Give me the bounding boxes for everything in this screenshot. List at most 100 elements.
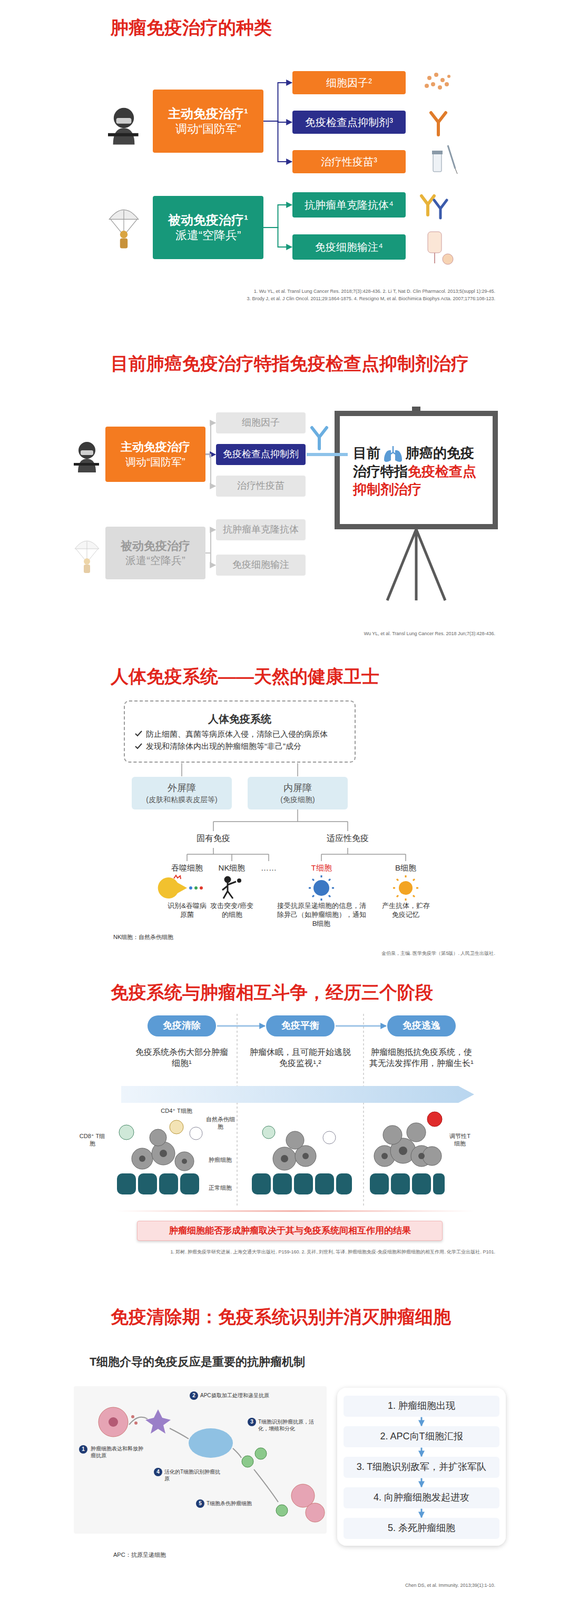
text-label: 肿瘤细胞 <box>205 1156 235 1164</box>
connector <box>420 1448 423 1458</box>
phagocyte-icon <box>194 886 198 890</box>
connector <box>217 1025 266 1028</box>
text-label: 正常细胞 <box>205 1184 235 1192</box>
vaccine-icon <box>432 145 458 174</box>
barrier-box: 内屏障(免疫细胞) <box>247 777 348 810</box>
node-title: 免疫检查点抑制剂³ <box>305 115 394 130</box>
steps-panel <box>337 1388 506 1547</box>
text-label: 免疫系统杀伤大部分肿瘤细胞¹ <box>134 1047 230 1070</box>
t-cell-icon <box>308 875 335 901</box>
callout-number: 5 <box>195 1499 205 1509</box>
cytokine-icon <box>434 72 439 77</box>
step-box: 2. APC向T细胞汇报 <box>343 1426 500 1448</box>
text-label: 接受抗原呈递细胞的信息，清除异己（如肿瘤细胞），通知B细胞 <box>276 901 367 929</box>
node-title: 免疫细胞输注 <box>232 558 290 572</box>
normal-cells <box>116 1173 136 1195</box>
process-box: 免疫细胞输注⁴ <box>292 234 406 260</box>
monoclonal-antibody-icon <box>421 195 447 219</box>
immune-cells <box>169 1120 184 1135</box>
normal-cells <box>116 1173 445 1195</box>
tree-line <box>187 848 269 862</box>
node-title: 细胞因子 <box>241 416 280 429</box>
check-mark <box>135 731 142 737</box>
node-subtitle: (免疫细胞) <box>280 795 315 805</box>
check-mark <box>134 729 143 739</box>
tumor-nuclei <box>381 1153 388 1160</box>
progress-arrow <box>121 1086 475 1104</box>
node-title: 被动免疫治疗 <box>120 538 191 555</box>
bullet-text: 发现和清除体内出现的肿瘤细胞等“非己”成分 <box>145 741 302 752</box>
section-title: 目前肺癌免疫治疗特指免疫检查点抑制剂治疗 <box>110 351 469 376</box>
process-box: 免疫细胞输注 <box>216 554 306 576</box>
t-cell-icon <box>308 875 335 901</box>
connector <box>263 227 292 248</box>
t-cells <box>276 1505 288 1517</box>
tumor-cells <box>272 1147 297 1171</box>
lymph-node <box>188 1428 233 1459</box>
text-label: T细胞识别肿瘤抗原，活化，增殖和分化 <box>258 1418 322 1433</box>
bullet-row: 防止细菌、真菌等病原体入侵，清除已入侵的病原体 <box>134 729 328 740</box>
text-label: 肿瘤休眠，且可能开始逃脱免疫监视¹,² <box>247 1047 353 1070</box>
monoclonal-antibody-icon <box>434 200 447 219</box>
flow-arrow <box>169 1428 189 1440</box>
normal-cells <box>293 1173 313 1195</box>
tumor-cells <box>383 1125 402 1145</box>
parachute-icon <box>74 541 100 574</box>
soldier-icon <box>108 108 139 145</box>
parachute-icon <box>109 209 139 249</box>
normal-cells <box>369 1173 389 1195</box>
tumor-nuclei <box>139 1155 146 1163</box>
apc-cell <box>145 1409 171 1435</box>
vaccine-icon <box>432 150 443 155</box>
phase-divider <box>237 1014 364 1207</box>
tree-line <box>321 848 406 862</box>
process-box: 细胞因子 <box>216 412 306 434</box>
phase-pill: 免疫平衡 <box>266 1015 335 1037</box>
tumor-cell <box>131 1415 135 1419</box>
phagocyte-icon <box>158 877 188 899</box>
immune-cells <box>119 1125 134 1141</box>
lung-icon <box>382 445 404 464</box>
node-title: 被动免疫治疗¹ <box>168 211 249 229</box>
tumor-nuclei <box>181 1159 188 1165</box>
b-cell-icon <box>393 875 419 901</box>
node-title: 抗肿瘤单克隆抗体 <box>222 523 299 536</box>
immune-system-box: 人体免疫系统防止细菌、真菌等病原体入侵，清除已入侵的病原体发现和清除体内出现的肿… <box>123 700 356 763</box>
section-title: T细胞介导的免疫反应是重要的抗肿瘤机制 <box>89 1355 306 1371</box>
node-title: 主动免疫治疗¹ <box>168 105 249 122</box>
text-label: 产生抗体，贮存免疫记忆 <box>379 901 433 920</box>
cytokine-icon <box>447 74 451 78</box>
flow-arrow <box>129 1417 279 1503</box>
text-label: T细胞 <box>302 862 340 874</box>
cytokine-icon <box>427 75 432 81</box>
node-subtitle: 派遣“空降兵” <box>125 553 185 568</box>
nk-cell-icon <box>222 877 242 899</box>
passive-therapy-box: 被动免疫治疗派遣“空降兵” <box>105 526 206 580</box>
monoclonal-antibody-icon <box>421 195 435 215</box>
section-title: 肿瘤免疫治疗的种类 <box>110 15 272 39</box>
text-label: 调节性T细胞 <box>446 1132 474 1149</box>
tumor-cells <box>286 1131 304 1150</box>
t-cells <box>254 1448 267 1460</box>
tumor-nuclei <box>159 1150 168 1158</box>
conclusion-banner: 肿瘤细胞能否形成肿瘤取决于其与免疫系统间相互作用的结果 <box>136 1221 443 1242</box>
connector <box>205 530 216 554</box>
reference-note: 1. Wu YL, et al. Transl Lung Cancer Res.… <box>253 288 496 296</box>
immune-cells <box>262 1126 276 1140</box>
cytokine-icon <box>424 83 429 88</box>
node-title: 5. 杀死肿瘤细胞 <box>387 1522 456 1535</box>
tumor-nuclei <box>398 1146 408 1156</box>
antibody-icon <box>430 112 446 135</box>
tumor-cell <box>98 1407 129 1438</box>
connector <box>205 423 216 455</box>
node-title: 免疫逃逸 <box>402 1019 441 1033</box>
node-title: 4. 向肿瘤细胞发起进攻 <box>373 1492 470 1505</box>
cell-infusion-icon <box>434 252 436 264</box>
immune-cells <box>119 1112 443 1145</box>
node-title: 免疫平衡 <box>281 1019 320 1033</box>
text-label: 吞噬细胞 <box>165 862 209 874</box>
text-label: 肿瘤细胞表达和释放肿瘤抗原 <box>90 1445 144 1460</box>
text-label: 识别&吞噬病原菌 <box>164 901 210 920</box>
passive-therapy-box: 被动免疫治疗¹派遣“空降兵” <box>152 195 264 260</box>
phase-pill: 免疫清除 <box>147 1015 217 1037</box>
